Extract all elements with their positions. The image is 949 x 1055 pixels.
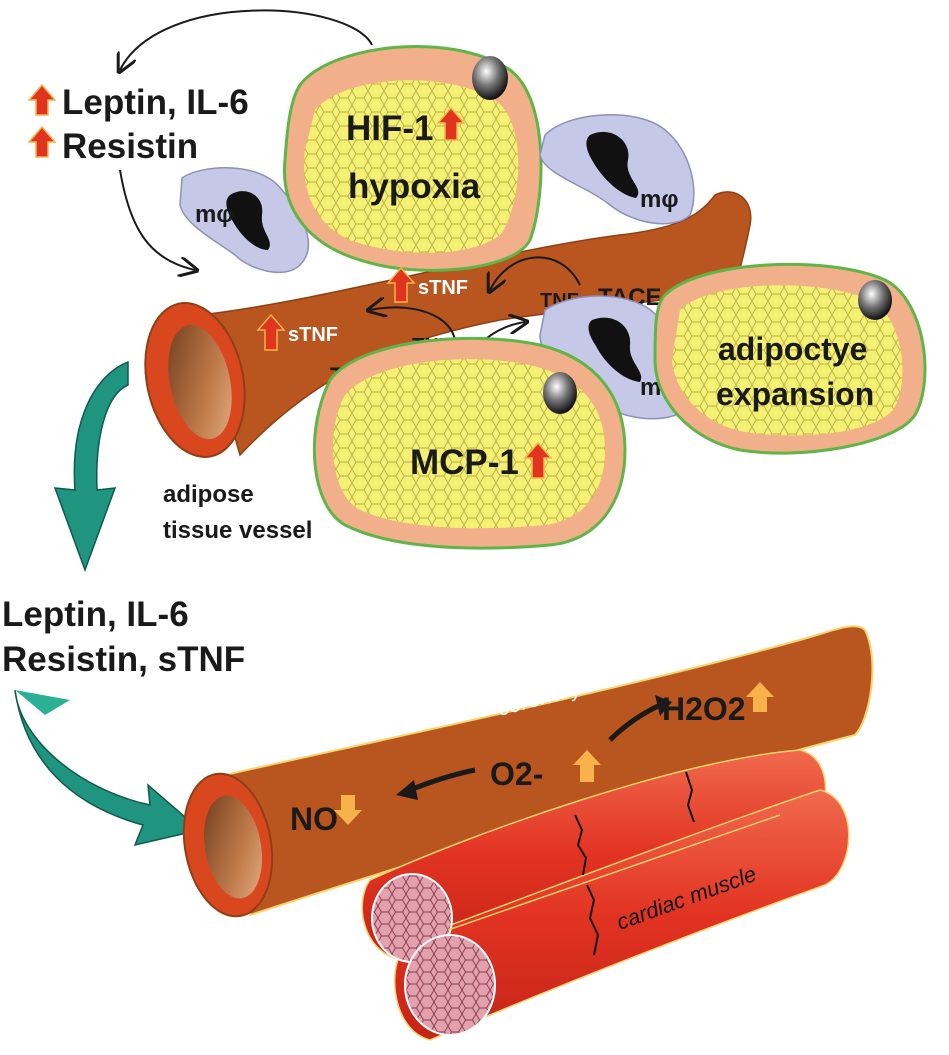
stnf-label-lower: sTNF [288, 324, 338, 346]
vessel-label-line1: adipose [163, 481, 254, 508]
release-arrow-icon [53, 360, 129, 573]
leptin-il6-label-bottom: Leptin, IL-6 [2, 595, 189, 634]
adipocyte-hypoxia: HIF-1 hypoxia [282, 45, 543, 272]
adipocyte-label-line1: adipoctye [718, 331, 867, 367]
nucleus-icon [858, 280, 892, 320]
increase-arrow-icon [256, 313, 286, 351]
increase-arrow-icon [746, 682, 774, 712]
increase-arrow-icon [436, 106, 466, 141]
macrophage-left: mφ [179, 167, 310, 274]
increase-arrow-icon [573, 750, 601, 782]
nucleus-icon [472, 56, 508, 100]
increase-arrow-icon [386, 266, 416, 303]
hif1-label: HIF-1 [346, 109, 434, 148]
adipocyte-mcp1: MCP-1 [312, 336, 627, 550]
cardiac-muscle [361, 749, 850, 1041]
macrophage-right-top: mφ [539, 114, 695, 225]
superoxide-label: O2- [490, 756, 543, 792]
h2o2-label: H2O2 [662, 691, 746, 727]
macrophage-right-middle: mφ [539, 295, 691, 420]
increase-arrow-icon [27, 125, 57, 158]
increase-arrow-icon [523, 441, 553, 479]
tnf-flow-arrow [490, 256, 581, 290]
coronary-arteriole [182, 625, 874, 918]
macrophage-label: mφ [195, 201, 234, 228]
feedback-arrow-left [119, 169, 195, 270]
leptin-il6-label-top: Leptin, IL-6 [62, 83, 249, 122]
macrophage-label: mφ [640, 186, 679, 213]
adipocyte-expansion: adipoctye expansion [653, 262, 927, 455]
resistin-stnf-label-bottom: Resistin, sTNF [2, 640, 245, 679]
increase-arrow-icon [27, 83, 57, 116]
nitric-oxide-label: NO [290, 801, 338, 837]
nucleus-icon [543, 372, 577, 414]
conversion-arrow [409, 767, 476, 793]
hypoxia-label: hypoxia [348, 167, 481, 206]
delivery-arrow-icon [14, 689, 202, 847]
mcp1-label: MCP-1 [410, 443, 519, 482]
feedback-arrow-top [120, 9, 373, 70]
conversion-arrow [608, 702, 662, 742]
decrease-arrow-icon [334, 795, 362, 825]
stnf-label-upper: sTNF [418, 277, 468, 299]
resistin-label-top: Resistin [62, 127, 198, 166]
adipocyte-label-line2: expansion [716, 376, 874, 412]
adipose-tissue-vessel [144, 191, 752, 458]
vessel-label-line2: tissue vessel [163, 517, 312, 544]
